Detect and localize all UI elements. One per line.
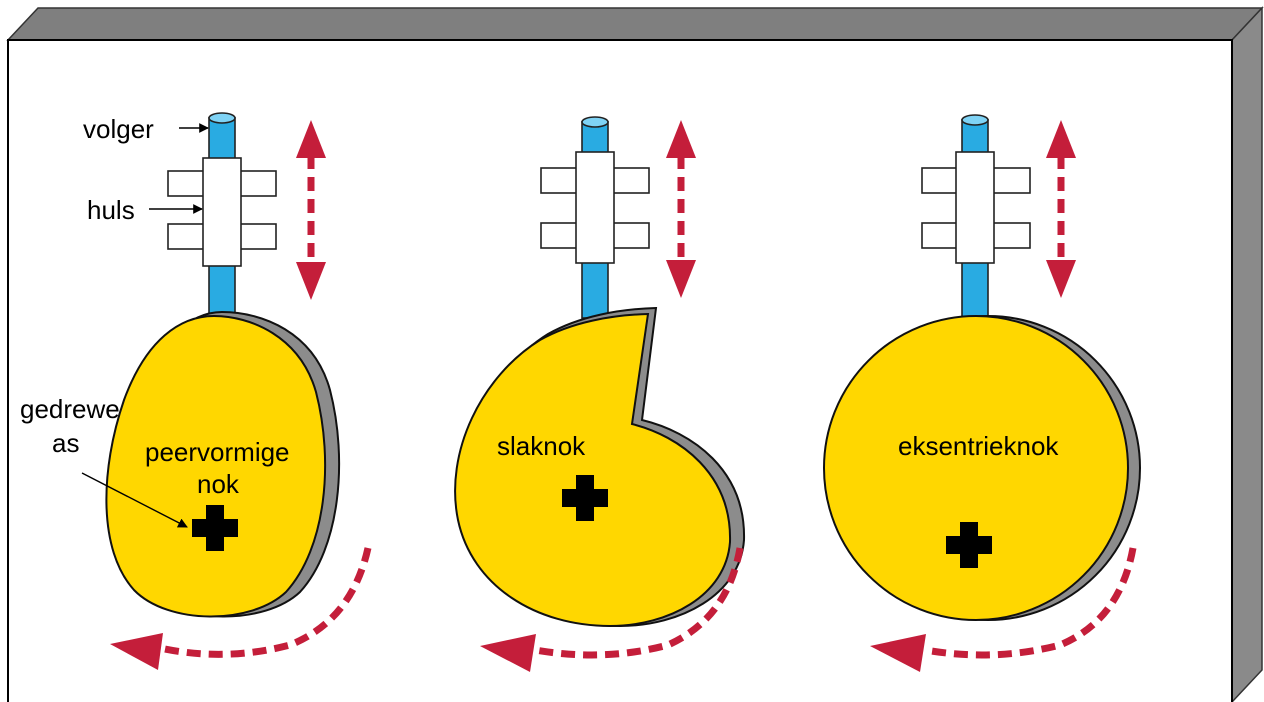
- eccentric-cam: [823, 315, 1129, 621]
- double-headed-arrow-icon: [1046, 120, 1076, 298]
- label-pear-cam-line2: nok: [197, 469, 240, 499]
- double-headed-arrow-icon: [666, 120, 696, 298]
- label-pear-cam-line1: peervormige: [145, 437, 290, 467]
- curved-rotation-arrow-icon: [870, 547, 1137, 672]
- label-sleeve: huls: [87, 195, 135, 225]
- pear-cam-assembly: [81, 112, 372, 670]
- label-shaft-line1: gedrewe: [20, 394, 120, 424]
- label-shaft-line2: as: [52, 428, 79, 458]
- curved-rotation-arrow-icon: [480, 547, 744, 672]
- cross-shaft-icon: [192, 505, 238, 551]
- sleeve: [575, 151, 615, 264]
- cross-shaft-icon: [946, 522, 992, 568]
- sleeve: [202, 157, 242, 267]
- curved-rotation-arrow-icon: [110, 547, 372, 670]
- cross-shaft-icon: [562, 475, 608, 521]
- snail-cam: [454, 312, 732, 628]
- eccentric-cam-assembly: [823, 114, 1141, 672]
- pear-cam: [105, 314, 327, 618]
- sleeve: [955, 151, 995, 264]
- label-snail-cam: slaknok: [497, 431, 586, 461]
- double-headed-arrow-icon: [296, 120, 326, 300]
- label-follower: volger: [83, 114, 154, 144]
- snail-cam-assembly: [454, 116, 746, 672]
- label-eccentric-cam: eksentrieknok: [898, 431, 1059, 461]
